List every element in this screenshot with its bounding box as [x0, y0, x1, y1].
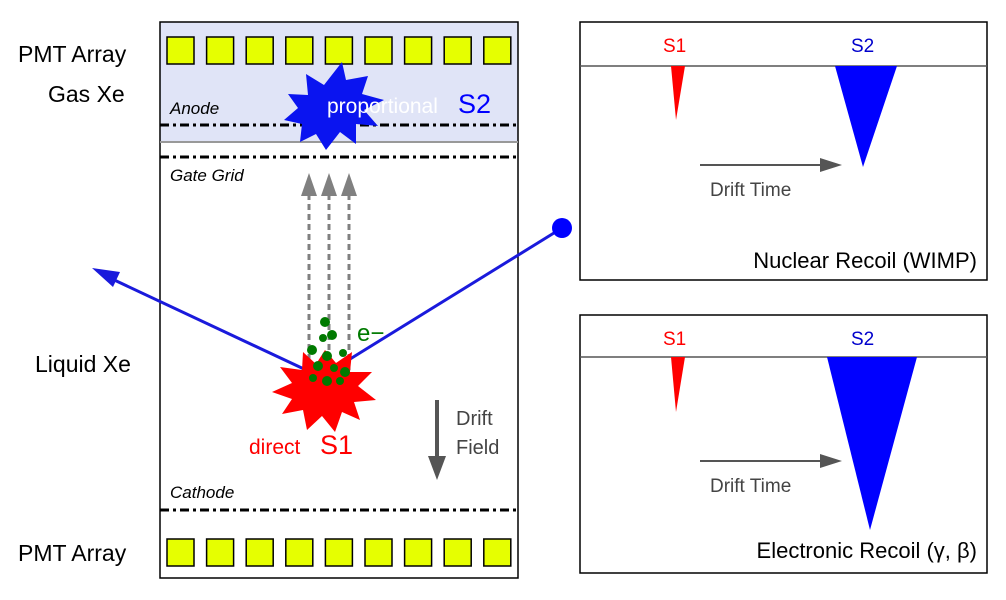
pmt-top-unit — [324, 36, 354, 65]
pmt-bottom-unit — [483, 538, 512, 567]
pmt-top-unit — [285, 36, 314, 65]
s2-pulse-label: S2 — [851, 36, 874, 57]
direct-label: direct — [249, 436, 301, 459]
s2-pulse — [827, 357, 917, 530]
pmt-top-unit — [483, 36, 512, 65]
waveform-panel-electronic: S1 S2 Drift Time Electronic Recoil (γ, β… — [579, 314, 988, 574]
s1-detector-label: S1 — [320, 430, 353, 460]
s2-flash — [284, 62, 384, 150]
gate-grid-label: Gate Grid — [170, 166, 244, 185]
pmt-bottom-unit — [245, 538, 274, 567]
s2-detector-label: S2 — [458, 89, 491, 119]
pmt-top-unit — [245, 36, 274, 65]
pmt-array-bottom — [166, 538, 512, 567]
drift-time-label: Drift Time — [710, 180, 791, 201]
s1-pulse-label: S1 — [663, 329, 686, 350]
electron-drift-arrows — [307, 196, 351, 370]
pmt-array-bottom-label: PMT Array — [18, 540, 127, 566]
electron-cloud — [307, 317, 350, 386]
gas-xe-label: Gas Xe — [48, 81, 125, 107]
incoming-particle — [552, 218, 572, 238]
pmt-array-top — [166, 36, 512, 65]
pmt-bottom-unit — [324, 538, 354, 567]
drift-field-label-2: Field — [456, 437, 499, 459]
pmt-top-unit — [205, 36, 235, 65]
anode-label: Anode — [169, 99, 219, 118]
pmt-top-unit — [403, 36, 433, 65]
s2-pulse — [835, 66, 897, 167]
pmt-bottom-unit — [403, 538, 433, 567]
s1-pulse — [671, 357, 685, 412]
particle-track — [92, 218, 572, 379]
s1-pulse-label: S1 — [663, 36, 686, 57]
pmt-top-unit — [443, 36, 472, 65]
s1-pulse — [671, 66, 685, 120]
proportional-label: proportional — [327, 95, 438, 118]
pmt-top-unit — [166, 36, 195, 65]
waveform-panel-nuclear: S1 S2 Drift Time Nuclear Recoil (WIMP) — [579, 21, 988, 281]
panel-caption: Nuclear Recoil (WIMP) — [753, 248, 977, 273]
drift-field-arrow — [428, 400, 446, 480]
s1-flash — [272, 350, 376, 432]
pmt-top-unit — [364, 36, 393, 65]
s2-pulse-label: S2 — [851, 329, 874, 350]
pmt-bottom-unit — [443, 538, 472, 567]
pmt-bottom-unit — [364, 538, 393, 567]
drift-time-label: Drift Time — [710, 476, 791, 497]
pmt-bottom-unit — [166, 538, 195, 567]
electron-label: e− — [357, 320, 384, 347]
liquid-xe-label: Liquid Xe — [35, 351, 131, 377]
pmt-array-top-label: PMT Array — [18, 41, 127, 67]
cathode-label: Cathode — [170, 483, 234, 502]
pmt-bottom-unit — [205, 538, 235, 567]
drift-arrowheads — [301, 173, 357, 196]
panel-caption: Electronic Recoil (γ, β) — [757, 538, 977, 563]
pmt-bottom-unit — [285, 538, 314, 567]
detector: Anode Gate Grid Cathode PMT Array Gas Xe… — [18, 21, 572, 579]
drift-field-label-1: Drift — [456, 408, 493, 430]
